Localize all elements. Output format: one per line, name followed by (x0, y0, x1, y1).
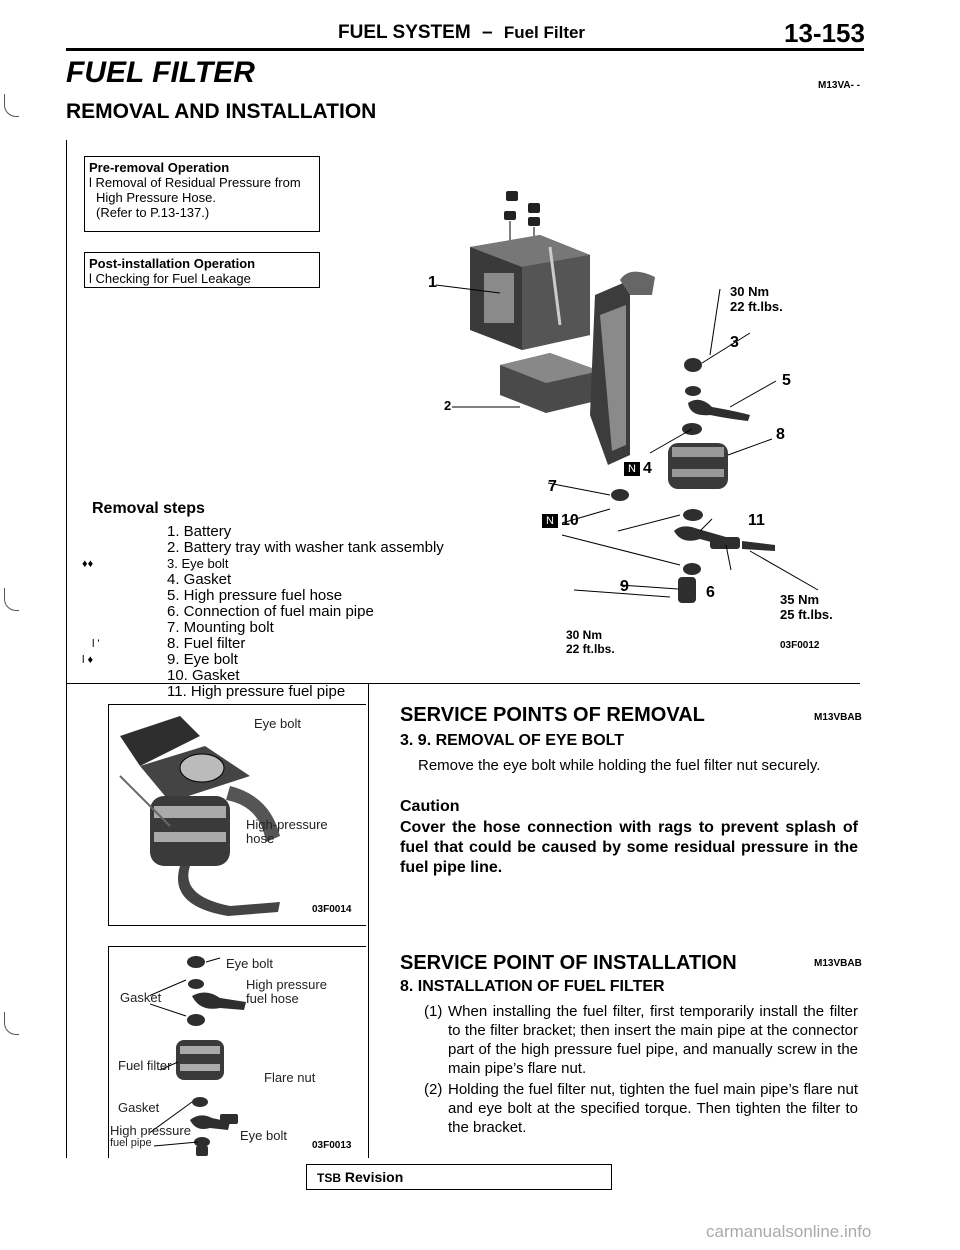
list-item: l ♦9. Eye bolt (82, 651, 238, 668)
fig2-code: 03F0014 (312, 904, 352, 915)
fig1-label-8: 8 (776, 426, 785, 443)
section-code: M13VA- - (818, 80, 861, 91)
header-section: FUEL SYSTEM (338, 22, 471, 43)
tsb-label: TSB (317, 1171, 341, 1185)
figure2-frame (108, 704, 366, 926)
fuel-filter-install-figure (150, 956, 246, 1156)
revision-label: Revision (344, 1169, 404, 1185)
binding-mark-mid (4, 588, 19, 611)
list-item: ♦♦3. Eye bolt (82, 556, 229, 571)
list-item: 2. Battery tray with washer tank assembl… (167, 539, 444, 556)
list-item: 1. Battery (167, 523, 232, 540)
pre-removal-heading: Pre-removal Operation (89, 160, 230, 175)
install-step-1: (1) When installing the fuel filter, fir… (424, 1003, 858, 1077)
post-install-heading: Post-installation Operation (89, 256, 256, 271)
install-step-2: (2) Holding the fuel filter nut, tighten… (424, 1081, 858, 1136)
list-item: 7. Mounting bolt (167, 619, 274, 636)
post-install-line1: l Checking for Fuel Leakage (89, 271, 251, 286)
removal-heading: Removal steps (92, 500, 205, 517)
figure-column-rule (368, 683, 369, 1158)
fig1-label-10: 10 (561, 512, 579, 529)
fig1-label-9: 9 (620, 578, 629, 595)
binding-mark-bottom (4, 1012, 19, 1035)
list-item: 4. Gasket (167, 571, 232, 588)
section-subtitle: REMOVAL AND INSTALLATION (66, 100, 377, 123)
eye-bolt-removal-figure (119, 716, 280, 916)
fig1-code: 03F0012 (780, 640, 820, 651)
fuel-filter-assembly-figure (435, 191, 819, 603)
post-install-box: Post-installation Operation l Checking f… (84, 252, 320, 288)
fig1-n-mark-10: N (542, 514, 558, 528)
fig3-eye-bolt-top: Eye bolt (226, 956, 273, 971)
bolt-icon (504, 191, 540, 226)
fig3-gasket1: Gasket (120, 990, 162, 1005)
service-removal-title: SERVICE POINTS OF REMOVAL (400, 704, 705, 726)
list-item: 11. High pressure fuel pipe (167, 683, 346, 700)
list-item: 5. High pressure fuel hose (167, 587, 343, 604)
caution-text: Cover the hose connection with rags to p… (400, 819, 858, 876)
page-number: 13-153 (784, 18, 865, 48)
header-subtitle: Fuel Filter (503, 23, 586, 42)
list-item: 6. Connection of fuel main pipe (167, 603, 374, 620)
page-title: FUEL FILTER (66, 56, 255, 89)
section-left-rule (66, 140, 67, 1158)
fig3-eye-bolt-bottom: Eye bolt (240, 1128, 287, 1143)
fig1-label-5: 5 (782, 372, 791, 389)
service-install-title: SERVICE POINT OF INSTALLATION (400, 952, 737, 974)
section-divider (66, 683, 860, 684)
fig1-label-6: 6 (706, 584, 715, 601)
fig1-label-2: 2 (444, 398, 452, 413)
fig1-label-3: 3 (730, 334, 739, 351)
list-item: 10. Gasket (167, 667, 240, 684)
caution-label: Caution (400, 798, 460, 815)
fig3-flare-nut: Flare nut (264, 1070, 316, 1085)
fig1-n-mark-4: N (624, 462, 640, 476)
service-removal-subtitle: 3. 9. REMOVAL OF EYE BOLT (400, 732, 625, 749)
pre-removal-line1: l Removal of Residual Pressure from (89, 175, 301, 190)
service-removal-code: M13VBAB (814, 712, 862, 723)
pre-removal-box: Pre-removal Operation l Removal of Resid… (84, 156, 320, 232)
header-title: FUEL SYSTEM – Fuel Filter (338, 22, 585, 44)
figure3-frame (108, 946, 366, 1158)
fig1-label-11: 11 (748, 512, 765, 529)
fig1-label-1: 1 (428, 274, 437, 291)
service-removal-text: Remove the eye bolt while holding the fu… (418, 757, 821, 774)
pre-removal-line2: High Pressure Hose. (96, 190, 216, 205)
header-dash: – (481, 22, 493, 43)
fig3-gasket2: Gasket (118, 1100, 160, 1115)
fig1-label-7: 7 (548, 478, 557, 495)
fig1-label-4: 4 (643, 460, 652, 477)
fig2-eye-bolt-label: Eye bolt (254, 716, 301, 731)
fig3-code: 03F0013 (312, 1140, 352, 1151)
removal-steps-list: 1. Battery 2. Battery tray with washer t… (82, 524, 462, 700)
pre-removal-line3: (Refer to P.13-137.) (96, 205, 210, 220)
fig3-fuel-filter: Fuel filter (118, 1058, 172, 1073)
service-install-code: M13VBAB (814, 958, 862, 969)
binding-mark-top (4, 94, 19, 117)
header-rule (66, 48, 864, 51)
service-install-subtitle: 8. INSTALLATION OF FUEL FILTER (400, 978, 665, 995)
tsb-revision-box: TSB Revision (306, 1164, 612, 1190)
list-item: l '8. Fuel filter (92, 635, 246, 652)
watermark: carmanualsonline.info (706, 1222, 872, 1241)
